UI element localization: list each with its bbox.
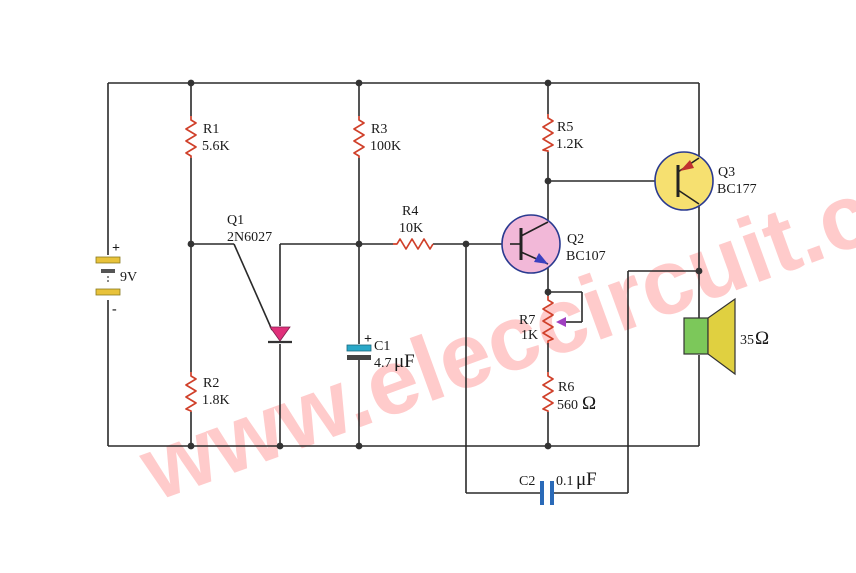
r6-unit: Ω [582,393,596,414]
c1-value: 4.7 [374,356,392,371]
resistor-r4: R4 10K [393,204,434,250]
r2-name: R2 [203,376,219,391]
c1-plus-sign: + [364,332,372,347]
r5-name: R5 [557,120,573,135]
resistor-r6: R6 560 Ω [542,372,596,414]
transistor-q2: Q2 BC107 [501,214,606,274]
c2-unit: μF [576,469,597,490]
potentiometer-r7: R7 1K [519,296,566,343]
transistor-q3: Q3 BC177 [654,151,757,211]
q1-value: 2N6027 [227,230,272,245]
q2-name: Q2 [567,232,584,247]
r1-value: 5.6K [202,139,230,154]
r4-value: 10K [399,221,423,236]
r5-value: 1.2K [556,137,584,152]
r6-name: R6 [558,380,574,395]
c2-value: 0.1 [556,474,574,489]
resistor-r5: R5 1.2K [542,114,584,152]
q3-value: BC177 [717,182,757,197]
speaker-value: 35 [740,333,754,348]
c1-name: C1 [374,339,390,354]
c2-name: C2 [519,474,535,489]
resistor-r2: R2 1.8K [185,372,230,412]
r1-name: R1 [203,122,219,137]
r4-name: R4 [402,204,418,219]
r3-value: 100K [370,139,401,154]
r7-value: 1K [521,328,538,343]
q2-value: BC107 [566,249,606,264]
capacitor-c2: C2 0.1 μF [519,469,597,505]
watermark-text: www.eleccircuit.com [127,114,856,520]
r7-name: R7 [519,313,535,328]
junction-dots [187,79,703,450]
battery-voltage-label: 9V [120,270,137,285]
capacitor-c1: + C1 4.7 μF [346,332,415,372]
q1-name: Q1 [227,213,244,228]
wires [107,82,700,494]
put-q1: Q1 2N6027 [227,213,292,344]
r2-value: 1.8K [202,393,230,408]
battery-plus-sign: + [112,241,120,256]
speaker-icon: 35 Ω [683,297,769,376]
battery-symbol: + - 9V [95,241,137,317]
c1-unit: μF [394,351,415,372]
r3-name: R3 [371,122,387,137]
resistor-r3: R3 100K [353,116,401,158]
r6-value: 560 [557,398,578,413]
resistor-r1: R1 5.6K [185,116,230,158]
battery-minus-sign: - [112,302,117,317]
q3-name: Q3 [718,165,735,180]
speaker-unit: Ω [755,328,769,349]
